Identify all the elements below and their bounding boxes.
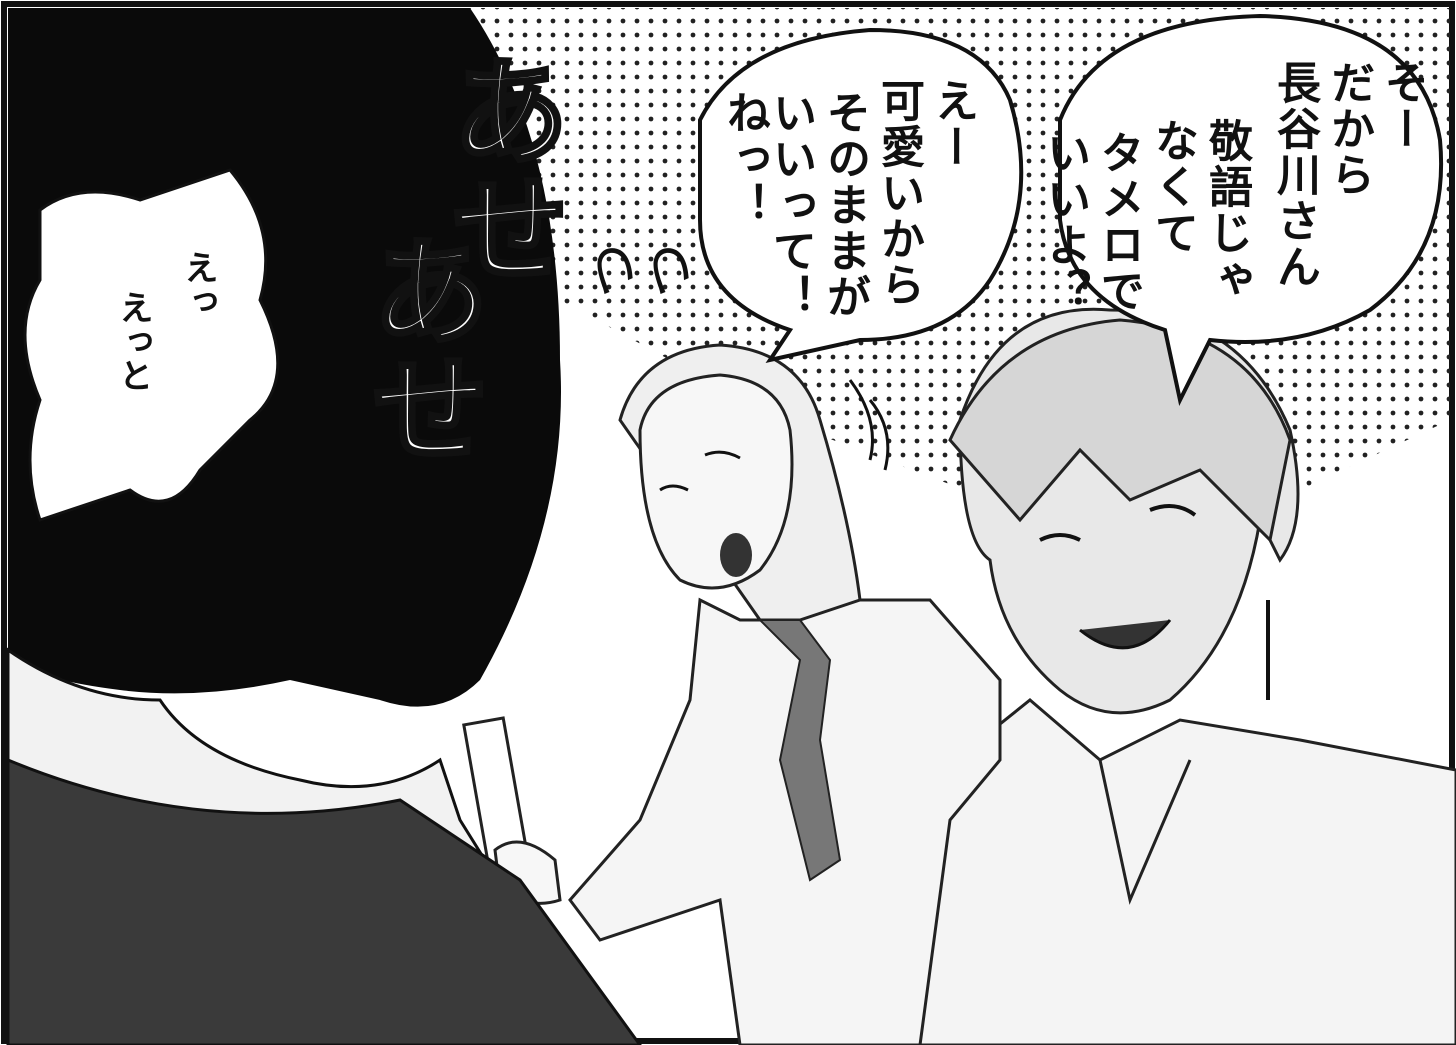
bubble-girl-line-2: 可愛いから [873, 78, 924, 308]
bubble-boy-line-7: いいよ？ [1039, 130, 1090, 314]
boy-character [838, 307, 1456, 1045]
bubble-left-line-2: えっと [113, 290, 153, 392]
sfx-ase-1: あせ [429, 48, 572, 288]
bubble-left-line-1: えっ [178, 250, 218, 318]
bubble-boy-line-4: 敬語じゃ [1201, 118, 1252, 302]
bubble-boy-line-5: なくて [1147, 118, 1198, 256]
bubble-girl-line-5: ねっ！ [719, 90, 770, 228]
bubble-boy-line-3: 長谷川さん [1269, 60, 1320, 290]
bubble-girl [698, 27, 1024, 364]
sfx-tsu: つつ [584, 243, 697, 309]
foreground-character [6, 8, 642, 1045]
girl-character [462, 343, 1002, 1045]
bubble-girl-line-4: いいって！ [765, 90, 816, 320]
bubble-boy-line-6: タメロで [1093, 130, 1144, 314]
bubble-boy-line-1: そー [1377, 60, 1428, 152]
bubble-left [23, 168, 280, 522]
bubble-boy [1058, 13, 1444, 406]
bubble-boy-line-2: だから [1323, 60, 1374, 198]
bubble-girl-line-1: えー [927, 78, 978, 170]
sfx-ase-2: あせ [349, 228, 492, 468]
bubble-girl-line-3: そのままが [819, 90, 870, 320]
